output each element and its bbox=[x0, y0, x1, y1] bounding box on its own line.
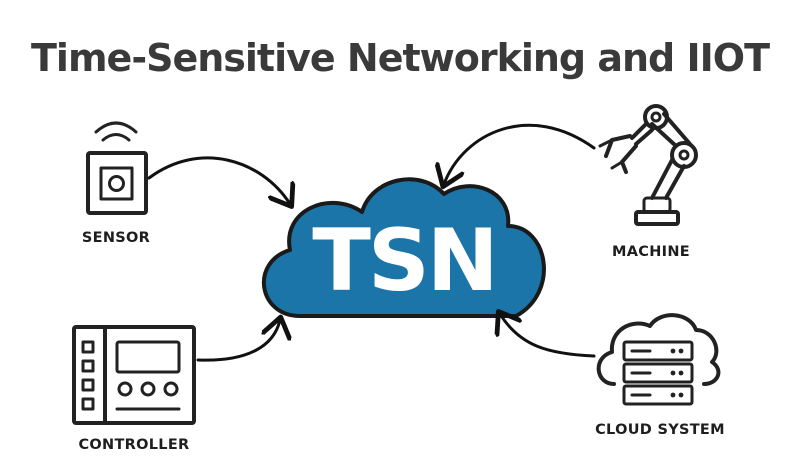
arrow-sensor-to-tsn bbox=[147, 156, 290, 204]
controller-node: CONTROLLER bbox=[72, 325, 196, 453]
arrow-cloud-system-to-tsn bbox=[500, 314, 596, 358]
cloud-system-label: CLOUD SYSTEM bbox=[595, 422, 725, 438]
controller-icon bbox=[72, 325, 196, 425]
arrow-machine-to-tsn bbox=[444, 123, 596, 184]
controller-label: CONTROLLER bbox=[78, 437, 189, 453]
tsn-cloud: TSN bbox=[261, 177, 546, 318]
tsn-cloud-shape bbox=[261, 177, 546, 318]
robot-arm-icon bbox=[598, 104, 698, 226]
tsn-label: TSN bbox=[312, 211, 496, 311]
machine-label: MACHINE bbox=[612, 244, 690, 260]
machine-node: MACHINE bbox=[598, 104, 698, 260]
sensor-node: SENSOR bbox=[82, 121, 150, 246]
sensor-icon bbox=[86, 121, 148, 215]
cloud-system-node: CLOUD SYSTEM bbox=[595, 313, 725, 438]
sensor-label: SENSOR bbox=[82, 230, 150, 246]
diagram-title: Time-Sensitive Networking and IIOT bbox=[31, 36, 770, 80]
cloud-server-icon bbox=[596, 313, 721, 406]
arrow-controller-to-tsn bbox=[196, 320, 280, 362]
